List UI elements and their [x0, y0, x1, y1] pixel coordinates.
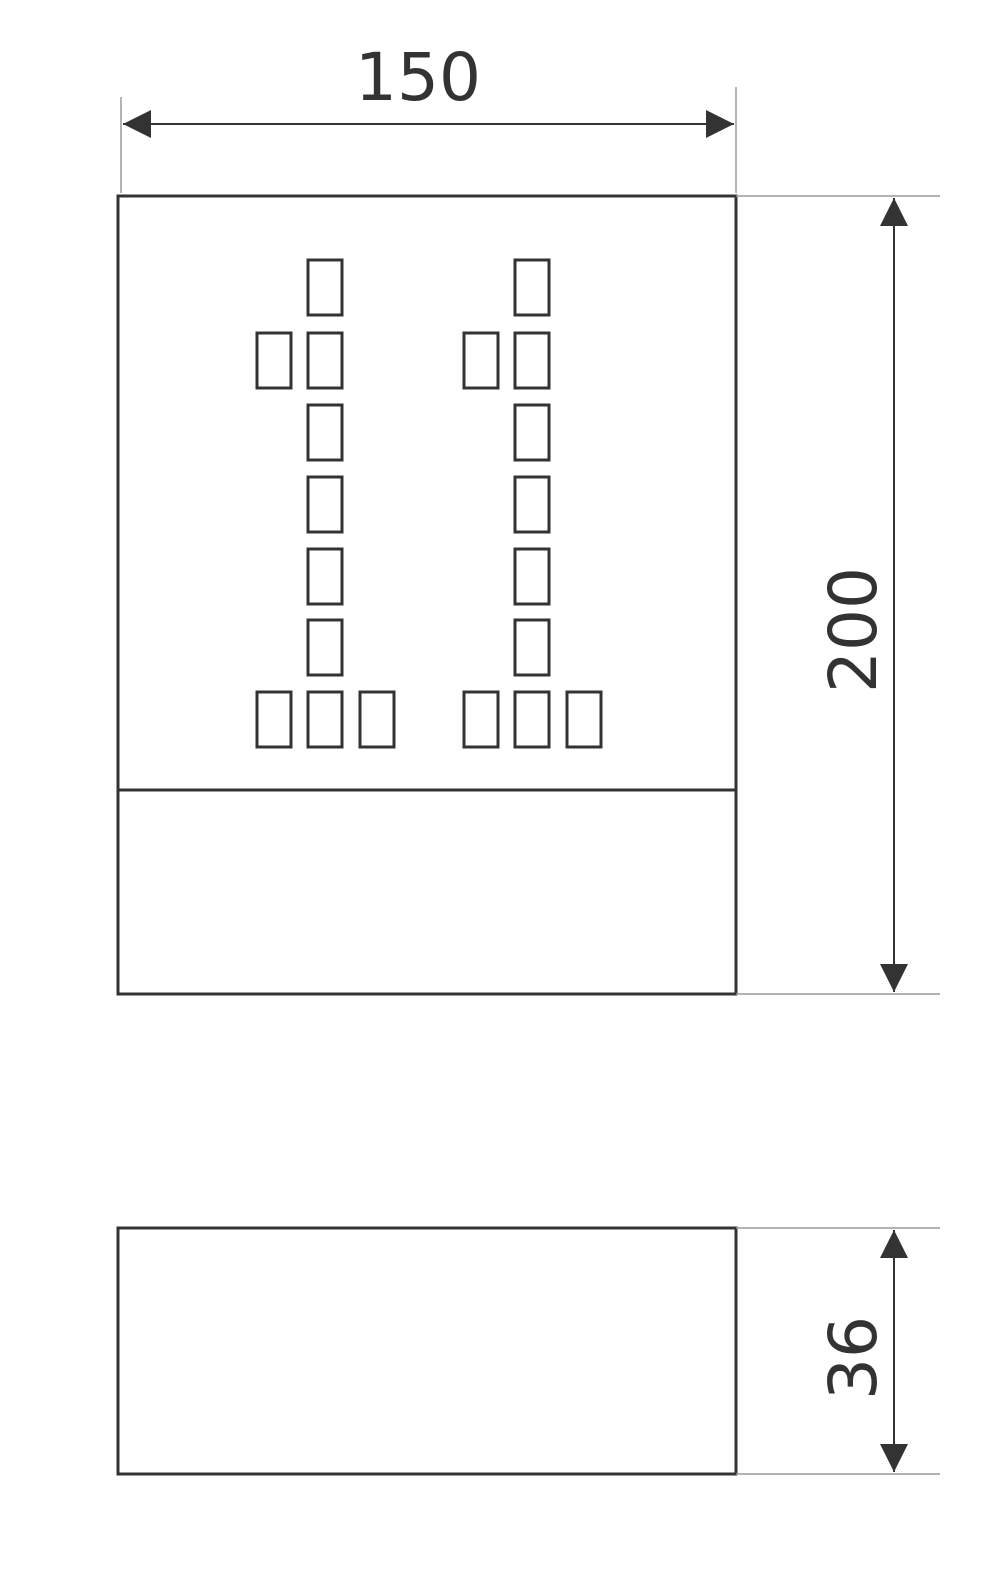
side-view-outline — [116, 1226, 738, 1476]
led-pixel — [255, 331, 293, 390]
led-pixel — [513, 690, 551, 749]
depth-dimension: 36 — [736, 1227, 940, 1475]
led-pixel — [306, 618, 344, 677]
led-digit-1 — [255, 258, 396, 749]
led-pixel — [565, 690, 603, 749]
width-dimension-label: 150 — [355, 39, 481, 116]
height-dimension: 200 — [736, 195, 940, 995]
led-pixel — [513, 475, 551, 534]
led-pixel — [306, 403, 344, 462]
front-view — [116, 194, 738, 996]
led-pixel — [513, 618, 551, 677]
led-pixel — [513, 331, 551, 390]
side-view — [116, 1226, 738, 1476]
led-digit-2 — [462, 258, 603, 749]
led-pixel — [513, 258, 551, 317]
front-view-outline — [116, 194, 738, 996]
led-pixel — [462, 331, 500, 390]
led-pixel — [306, 258, 344, 317]
led-pixel — [306, 331, 344, 390]
led-pixel — [513, 547, 551, 606]
width-dimension: 150 — [120, 39, 737, 193]
led-pixel — [306, 475, 344, 534]
led-pixel — [358, 690, 396, 749]
depth-dimension-label: 36 — [815, 1316, 892, 1400]
led-digit-pattern — [255, 258, 603, 749]
led-pixel — [462, 690, 500, 749]
led-pixel — [306, 547, 344, 606]
led-pixel — [306, 690, 344, 749]
led-pixel — [255, 690, 293, 749]
led-pixel — [513, 403, 551, 462]
height-dimension-label: 200 — [815, 567, 892, 693]
